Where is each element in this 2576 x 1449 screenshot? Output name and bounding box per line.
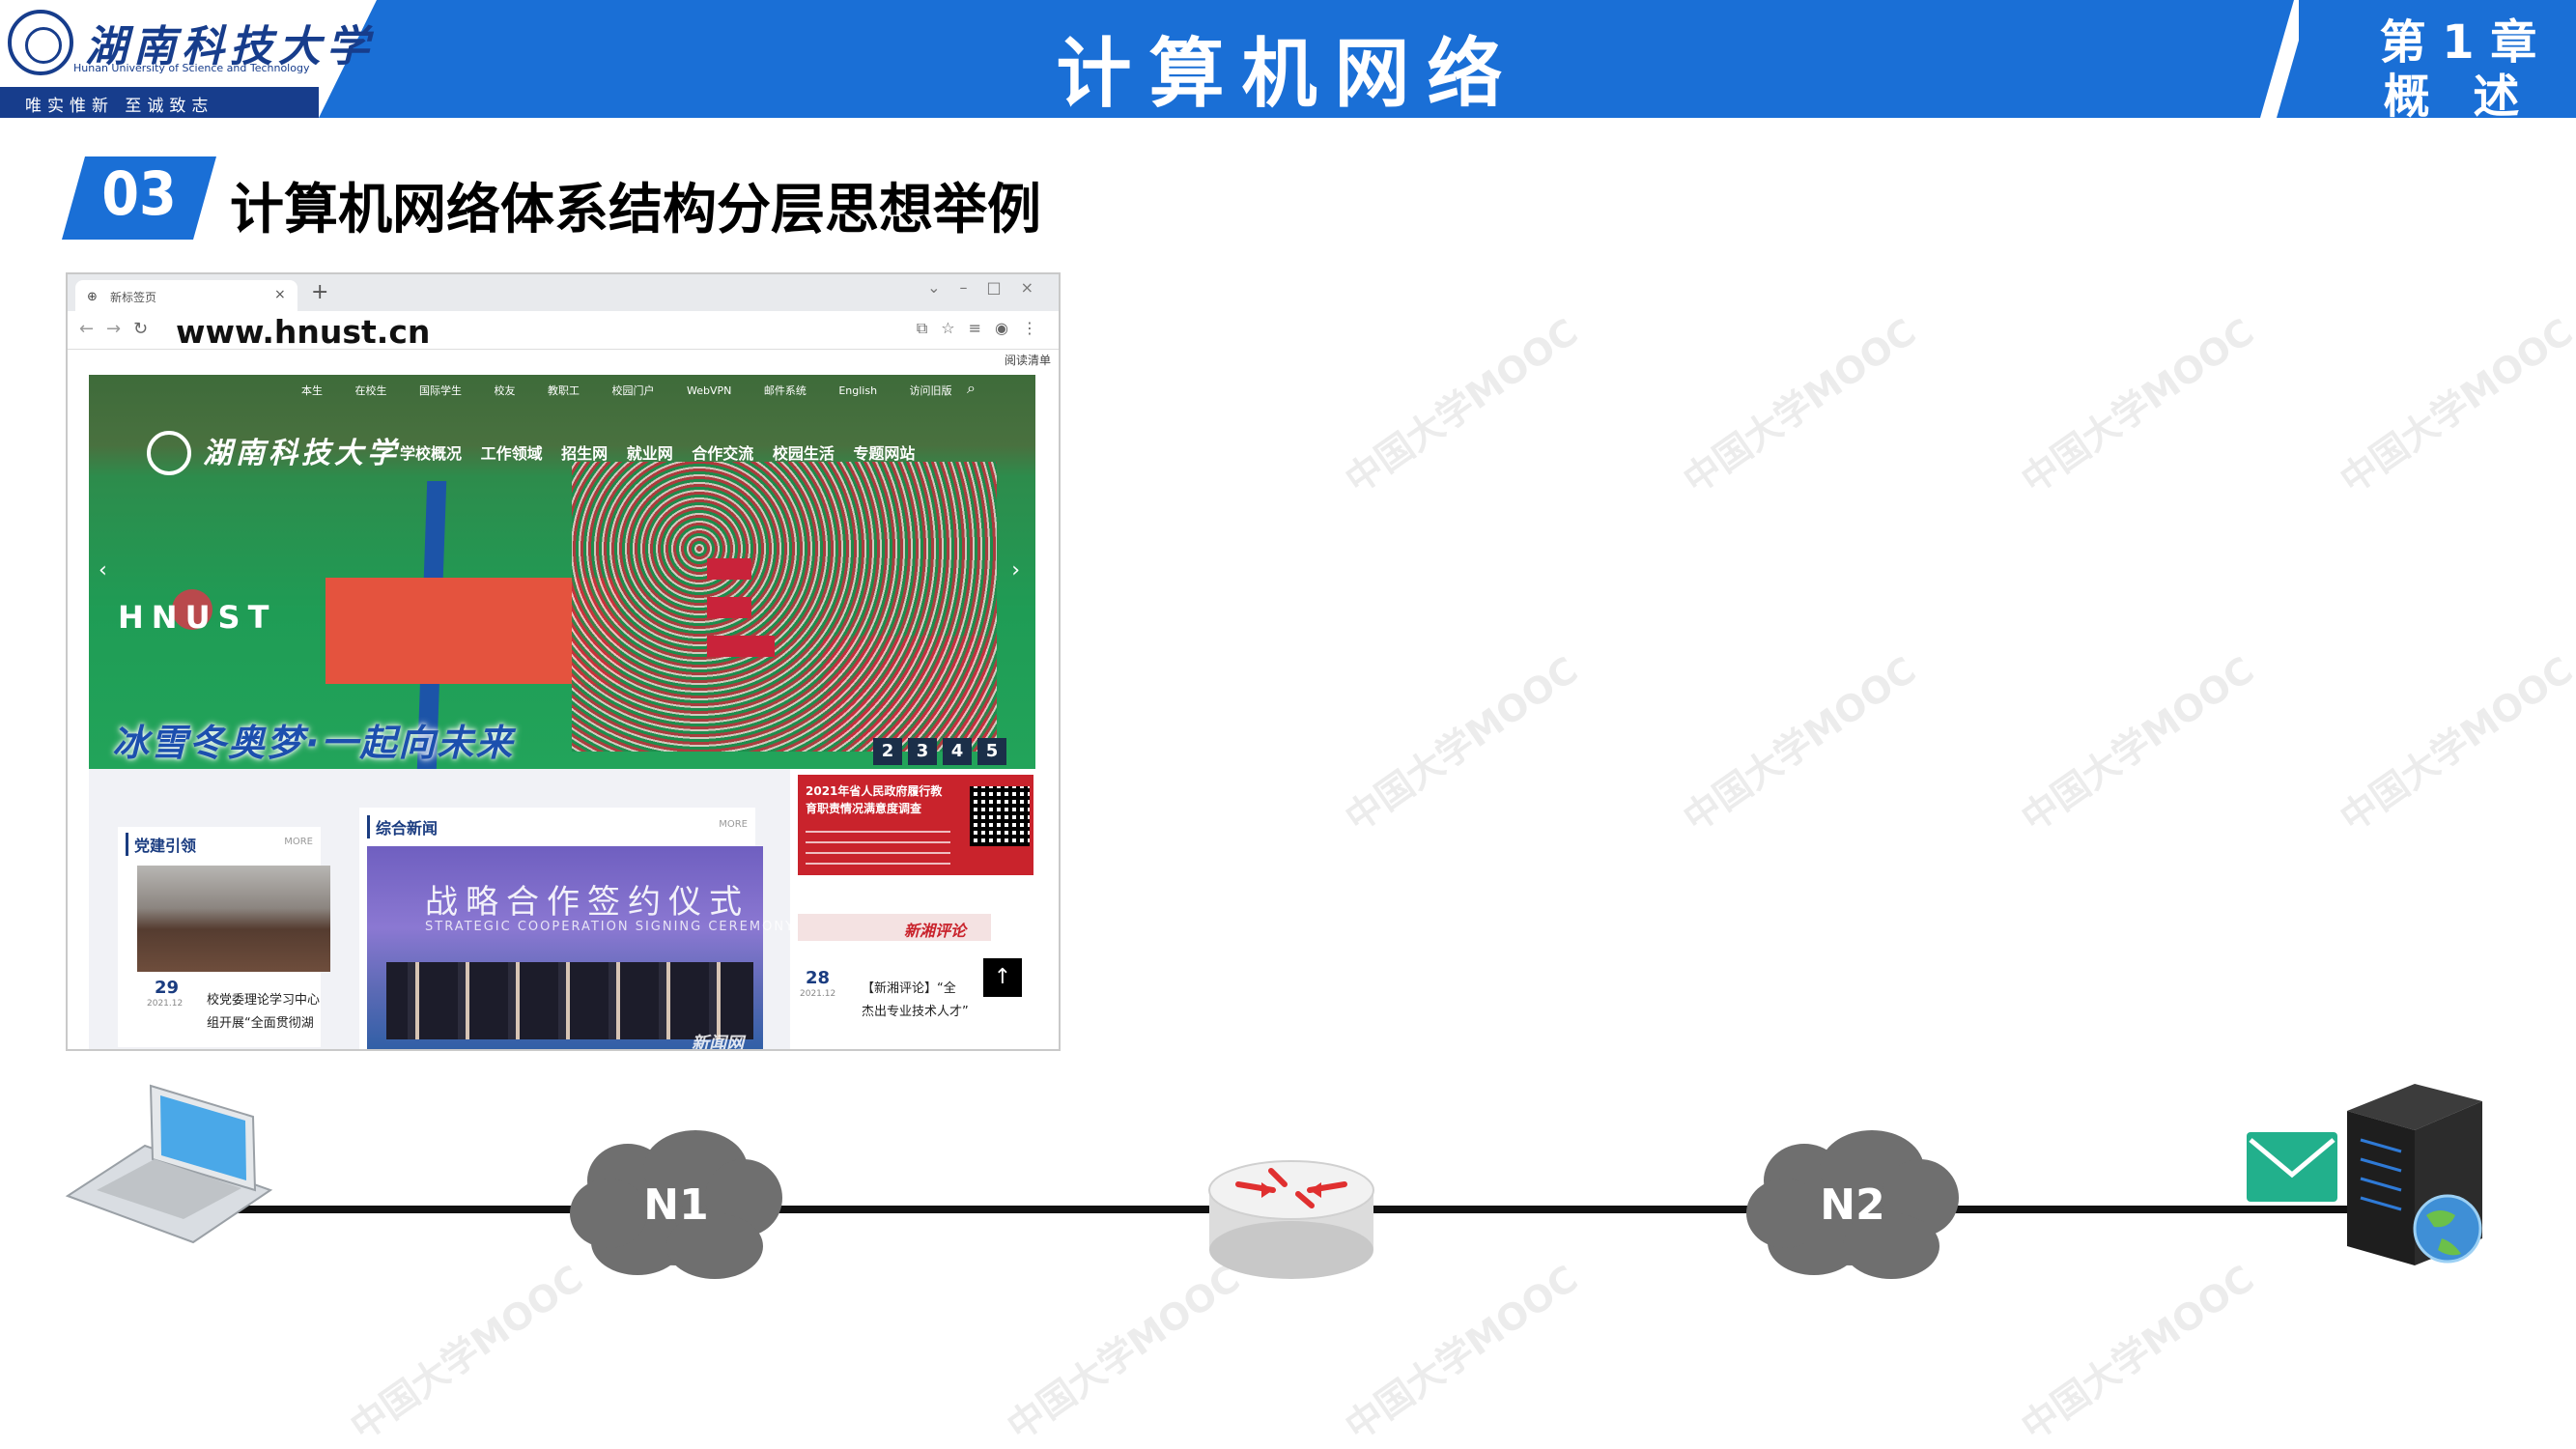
forward-icon[interactable]: → — [106, 319, 122, 339]
news-day: 28 — [806, 968, 831, 988]
panel-title: 综合新闻 — [367, 815, 438, 838]
university-name-en: Hunan University of Science and Technolo… — [73, 62, 310, 74]
news-area: 党建引领 MORE 29 2021.12 校党委理论学习中心 组开展“全面贯彻湖… — [89, 769, 1035, 1049]
general-news-panel: 综合新闻 MORE 战略合作签约仪式 STRATEGIC COOPERATION… — [359, 808, 793, 1049]
watermark: 中国大学MOOC — [1337, 310, 1586, 502]
news-headline[interactable]: 【新湘评论】“全 — [862, 981, 956, 996]
survey-banner[interactable]: 2021年省人民政府履行教育职责情况满意度调查 — [798, 775, 1033, 875]
reload-icon[interactable]: ↻ — [133, 319, 149, 339]
new-tab-button[interactable]: + — [311, 280, 329, 304]
envelope-icon — [2247, 1132, 2337, 1202]
back-to-top-button[interactable]: ↑ — [983, 958, 1022, 997]
section-title: 计算机网络体系结构分层思想举例 — [230, 179, 1041, 242]
toolbar-icons[interactable]: ⧉☆≡◉⋮ — [916, 319, 1051, 337]
qr-code-icon — [970, 786, 1030, 846]
people-image — [386, 962, 753, 1039]
news-photo[interactable] — [137, 866, 330, 972]
tab-close-icon[interactable]: × — [274, 287, 286, 302]
browser-window: ⊕ 新标签页 × + ⌄–□× ← → ↻ www.hnust.cn ⧉☆≡◉⋮… — [66, 272, 1061, 1051]
server-icon — [2347, 1084, 2482, 1265]
chapter-title: 概 述 — [2383, 70, 2534, 124]
site-logo-text[interactable]: 湖南科技大学 — [203, 437, 400, 470]
banner — [707, 636, 775, 657]
site-logo-icon[interactable] — [147, 431, 191, 475]
notice-panel: 2021年省人民政府履行教育职责情况满意度调查 新湘评论 28 2021.12 … — [790, 769, 1035, 1049]
search-icon[interactable]: ⌕ — [967, 379, 976, 397]
header-bar: 湖南科技大学 Hunan University of Science and T… — [0, 0, 2576, 124]
watermark: 中国大学MOOC — [2332, 648, 2576, 840]
laptop-icon — [65, 1084, 273, 1244]
carousel-page[interactable]: 5 — [977, 738, 1006, 765]
address-bar: ← → ↻ www.hnust.cn ⧉☆≡◉⋮ — [68, 311, 1059, 351]
news-headline[interactable]: 校党委理论学习中心 — [207, 993, 321, 1008]
window-controls[interactable]: ⌄–□× — [927, 278, 1053, 297]
news-day: 29 — [155, 978, 180, 998]
url-input[interactable]: www.hnust.cn — [176, 313, 431, 351]
watermark: 中国大学MOOC — [1337, 1257, 1586, 1449]
hero-slogan: 冰雪冬奥梦·一起向未来 — [112, 722, 515, 764]
router-icon — [1208, 1160, 1374, 1279]
news-headline[interactable]: 组开展“全面贯彻湖 — [207, 1016, 314, 1031]
survey-title: 2021年省人民政府履行教育职责情况满意度调查 — [806, 784, 943, 815]
watermark: 中国大学MOOC — [2013, 310, 2262, 502]
news-year-month: 2021.12 — [147, 999, 184, 1009]
watermark: 中国大学MOOC — [2332, 310, 2576, 502]
carousel-next-icon[interactable]: › — [1011, 558, 1020, 582]
course-title: 计算机网络 — [1056, 31, 1520, 118]
watermark: 中国大学MOOC — [2013, 648, 2262, 840]
section-badge — [62, 156, 216, 240]
crowd-image — [572, 462, 997, 752]
watermark: 中国大学MOOC — [2013, 1257, 2262, 1449]
back-icon[interactable]: ← — [79, 319, 95, 339]
watermark: 中国大学MOOC — [342, 1257, 591, 1449]
carousel-page[interactable]: 2 — [873, 738, 902, 765]
survey-text-lines — [806, 825, 950, 869]
news-headline[interactable]: 杰出专业技术人才” — [862, 1005, 969, 1019]
carousel-prev-icon[interactable]: ‹ — [99, 558, 107, 582]
section-number: 03 — [101, 158, 177, 229]
website-hero: 本生 在校生 国际学生 校友 教职工 校园门户 WebVPN 邮件系统 Engl… — [89, 375, 1035, 769]
university-motto: 唯实惟新 至诚致志 — [25, 97, 214, 116]
panel-title: 党建引领 — [126, 833, 196, 856]
hnust-word: HNUST — [118, 599, 277, 636]
more-link[interactable]: MORE — [719, 819, 748, 830]
banner — [707, 597, 751, 618]
watermark: 中国大学MOOC — [1337, 648, 1586, 840]
carousel-pager: 2 3 4 5 — [873, 738, 1006, 767]
news-photo[interactable]: 战略合作签约仪式 STRATEGIC COOPERATION SIGNING C… — [367, 846, 793, 1051]
photo-watermark: 新闻网 — [692, 1034, 744, 1051]
bookmark-bar: 阅读清单 — [68, 350, 1059, 373]
watermark: 中国大学MOOC — [1675, 648, 1924, 840]
university-seal-icon — [8, 10, 73, 75]
browser-tab[interactable]: ⊕ 新标签页 × — [75, 280, 297, 311]
motto-strip — [0, 87, 319, 118]
site-top-nav: 本生 在校生 国际学生 校友 教职工 校园门户 WebVPN 邮件系统 Engl… — [89, 375, 1035, 404]
commentary-logo: 新湘评论 — [904, 922, 967, 940]
commentary-banner[interactable]: 新湘评论 — [798, 914, 991, 941]
carousel-page[interactable]: 4 — [943, 738, 972, 765]
university-name-cn: 湖南科技大学 — [85, 22, 375, 71]
cloud-n1-label: N1 — [643, 1180, 709, 1230]
carousel-page[interactable]: 3 — [908, 738, 937, 765]
hnust-dot — [172, 589, 212, 630]
photo-subcaption: STRATEGIC COOPERATION SIGNING CEREMONY — [425, 920, 796, 934]
news-year-month: 2021.12 — [800, 989, 836, 999]
reading-list-button[interactable]: 阅读清单 — [1004, 354, 1051, 367]
party-news-panel: 党建引领 MORE 29 2021.12 校党委理论学习中心 组开展“全面贯彻湖 — [118, 827, 330, 1047]
globe-icon: ⊕ — [87, 290, 98, 304]
tab-label: 新标签页 — [110, 291, 157, 304]
cloud-n2-label: N2 — [1820, 1180, 1885, 1230]
watermark: 中国大学MOOC — [999, 1257, 1248, 1449]
more-link[interactable]: MORE — [284, 837, 313, 847]
tab-bar: ⊕ 新标签页 × + ⌄–□× — [68, 274, 1059, 311]
court-area — [326, 578, 528, 684]
chapter-number: 第 1 章 — [2379, 15, 2537, 70]
banner — [707, 558, 751, 580]
photo-caption: 战略合作签约仪式 — [425, 883, 750, 922]
site-top-links[interactable]: 本生 在校生 国际学生 校友 教职工 校园门户 WebVPN 邮件系统 Engl… — [301, 384, 952, 397]
site-main-nav[interactable]: 学校概况 工作领域 招生网 就业网 合作交流 校园生活 专题网站 — [400, 444, 916, 463]
watermark: 中国大学MOOC — [1675, 310, 1924, 502]
